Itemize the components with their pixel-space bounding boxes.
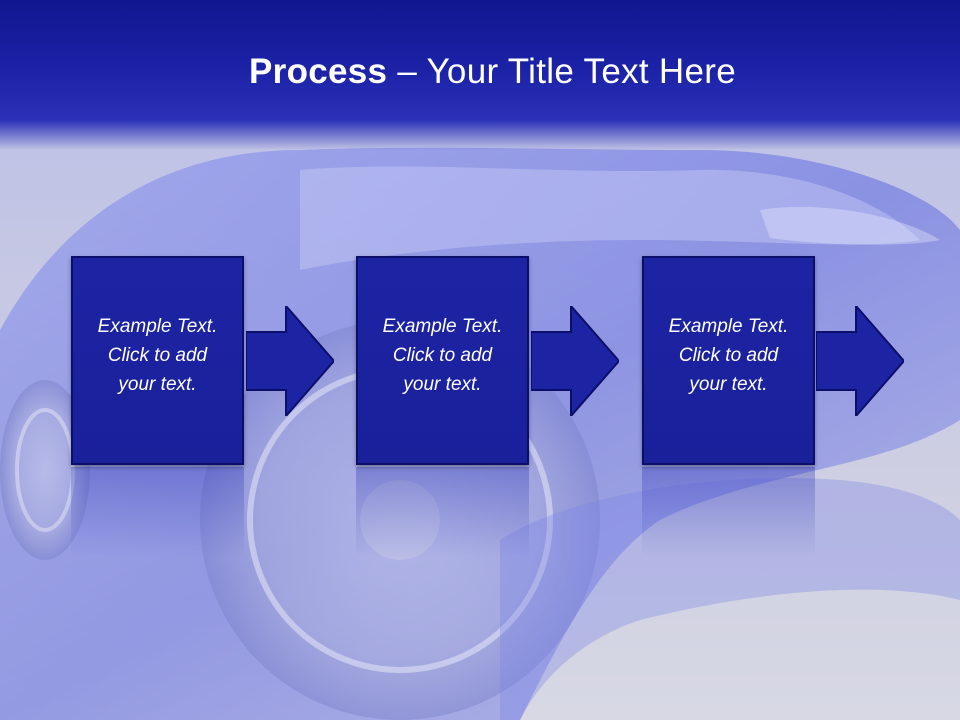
step-1-reflection — [71, 467, 244, 557]
title-band — [0, 0, 960, 150]
step-2-text: Example Text. Click to add your text. — [382, 316, 503, 395]
arrow-right-icon — [816, 306, 904, 416]
process-step-3[interactable]: Example Text. Click to add your text. — [642, 256, 815, 465]
step-3-reflection — [642, 467, 815, 557]
step-3-text: Example Text. Click to add your text. — [668, 316, 789, 395]
process-step-1[interactable]: Example Text. Click to add your text. — [71, 256, 244, 465]
slide-title[interactable]: Process – Your Title Text Here — [0, 52, 960, 92]
step-2-reflection — [356, 467, 529, 557]
step-1-text: Example Text. Click to add your text. — [97, 316, 218, 395]
process-step-2[interactable]: Example Text. Click to add your text. — [356, 256, 529, 465]
arrow-right-icon — [531, 306, 619, 416]
arrow-right-icon — [246, 306, 334, 416]
title-bold-text: Process — [249, 52, 388, 91]
title-rest-text: – Your Title Text Here — [387, 52, 736, 91]
